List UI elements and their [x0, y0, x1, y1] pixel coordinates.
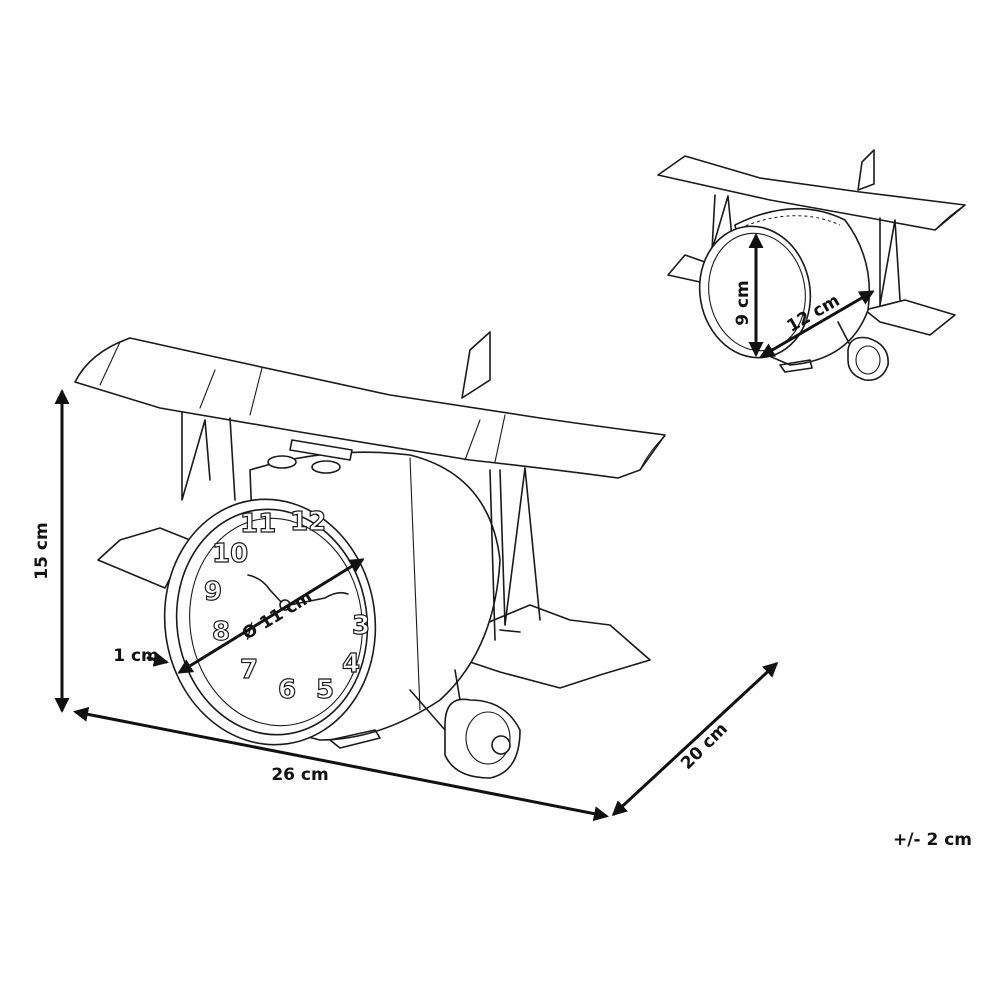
inset-length-dimension-line: [759, 290, 875, 358]
wheel: [444, 698, 521, 779]
numeral-5: 5: [316, 675, 334, 705]
right-lower-wing: [447, 604, 651, 689]
depth-dimension-line: [611, 661, 779, 817]
numeral-11: 11: [240, 509, 276, 539]
height-label: 15 cm: [32, 522, 52, 579]
numeral-6: 6: [278, 675, 296, 705]
tail-fin: [461, 331, 491, 399]
numeral-9: 9: [204, 577, 222, 607]
numeral-7: 7: [240, 655, 258, 685]
airplane-clock-main: 12 11 10 9 8 7 6 5 4 3: [74, 331, 666, 779]
inset-height-label: 9 cm: [733, 280, 753, 326]
left-lower-wing: [97, 527, 191, 589]
top-wing: [74, 337, 666, 479]
bezel-label: 1 cm: [113, 646, 159, 666]
numeral-4: 4: [342, 649, 360, 679]
numeral-12: 12: [290, 507, 326, 537]
numeral-3: 3: [352, 611, 370, 641]
bezel-dimension-line: [146, 652, 169, 667]
airplane-clock-inset: [657, 149, 966, 382]
dimension-lines: [54, 233, 875, 822]
width-dimension-line: [73, 706, 609, 822]
width-label: 26 cm: [271, 765, 328, 785]
numeral-10: 10: [212, 539, 248, 569]
tolerance-note: +/- 2 cm: [893, 830, 972, 850]
diameter-dimension-line: [177, 558, 365, 674]
